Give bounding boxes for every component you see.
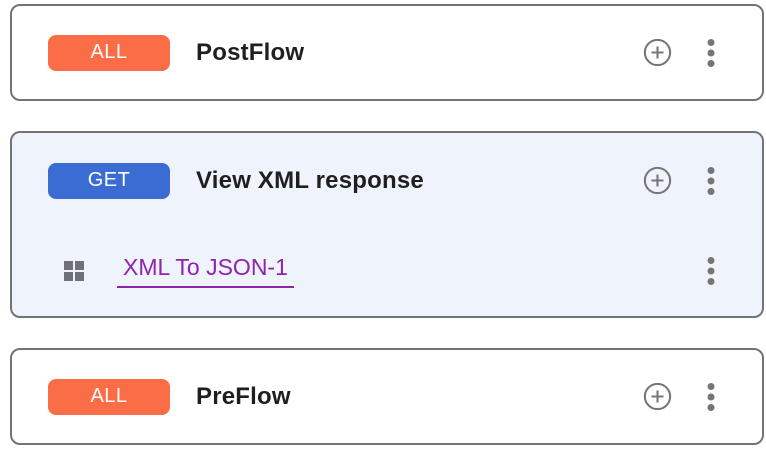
flow-card-preflow[interactable]: ALL PreFlow	[10, 348, 764, 445]
more-options-icon[interactable]	[706, 166, 716, 196]
flow-title: PostFlow	[196, 38, 305, 66]
flow-actions	[643, 382, 716, 412]
flow-actions	[643, 166, 716, 196]
add-step-icon[interactable]	[643, 38, 672, 67]
method-badge: GET	[48, 162, 170, 199]
policy-row: XML To JSON-1	[12, 228, 762, 314]
policy-drag-handle-icon[interactable]	[62, 259, 86, 283]
flow-title: PreFlow	[196, 382, 291, 410]
more-options-icon[interactable]	[706, 256, 716, 286]
flow-card-postflow[interactable]: ALL PostFlow	[10, 4, 764, 101]
more-options-icon[interactable]	[706, 382, 716, 412]
flow-title: View XML response	[196, 166, 424, 194]
flow-card-view-xml-response[interactable]: GET View XML response	[10, 131, 764, 318]
method-badge: ALL	[48, 378, 170, 415]
add-step-icon[interactable]	[643, 382, 672, 411]
method-badge: ALL	[48, 34, 170, 71]
flow-actions	[643, 38, 716, 68]
add-step-icon[interactable]	[643, 166, 672, 195]
more-options-icon[interactable]	[706, 38, 716, 68]
flow-row: GET View XML response	[12, 133, 762, 228]
policy-link[interactable]: XML To JSON-1	[117, 254, 294, 288]
flow-row: ALL PostFlow	[12, 6, 762, 99]
policy-actions	[706, 256, 716, 286]
flow-row: ALL PreFlow	[12, 350, 762, 443]
